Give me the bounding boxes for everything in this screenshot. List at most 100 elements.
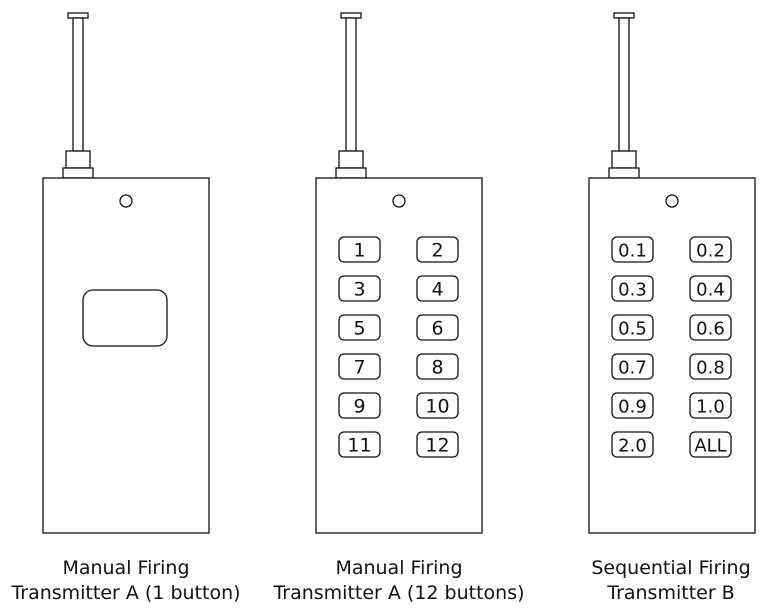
keypad-button[interactable]: 7: [338, 353, 381, 380]
antenna-collar: [62, 167, 94, 179]
keypad-button-frame: [338, 236, 381, 263]
antenna-base: [65, 150, 91, 169]
antenna-rod: [72, 17, 84, 152]
keypad-button-label: 6: [431, 318, 443, 340]
keypad-button-label: 0.3: [618, 280, 647, 301]
antenna-rod: [345, 17, 357, 152]
caption-sequential: Sequential Firing Transmitter B: [572, 556, 770, 606]
keypad-button-label: 0.7: [618, 358, 647, 379]
keypad-button-frame: [611, 275, 654, 302]
keypad-button-frame: [611, 236, 654, 263]
keypad-button[interactable]: 1.0: [689, 392, 732, 419]
keypad-button-label: 4: [431, 279, 443, 301]
keypad-button-label: 0.5: [618, 319, 647, 340]
keypad-button-label: 1: [353, 240, 365, 262]
keypad-button-frame: [416, 392, 459, 419]
keypad-button-label: 1.0: [696, 397, 725, 418]
keypad-button-label: 12: [425, 435, 449, 457]
keypad-button-label: 7: [353, 357, 365, 379]
caption-line-1: Sequential Firing: [591, 557, 751, 579]
antenna-cap: [613, 12, 635, 19]
keypad-button-label: 0.6: [696, 319, 725, 340]
caption-line-2: Transmitter A (12 buttons): [273, 582, 525, 604]
keypad-button[interactable]: 0.1: [611, 236, 654, 263]
antenna-cap: [340, 12, 362, 19]
keypad-button-label: 2.0: [618, 436, 647, 457]
keypad-button[interactable]: 0.8: [689, 353, 732, 380]
keypad-sequential: 0.1 0.2 0.3 0.4 0.5 0.6 0.7 0.8 0.9 1.0 2.0 ALL: [611, 236, 732, 458]
keypad-button-frame: [416, 275, 459, 302]
keypad-button-frame: [338, 353, 381, 380]
keypad-button[interactable]: 0.3: [611, 275, 654, 302]
keypad-button-label: 3: [353, 279, 365, 301]
led-indicator: [665, 194, 679, 208]
keypad-button[interactable]: 0.6: [689, 314, 732, 341]
keypad-button[interactable]: 5: [338, 314, 381, 341]
keypad-button[interactable]: 8: [416, 353, 459, 380]
keypad-button[interactable]: 3: [338, 275, 381, 302]
transmitter-manual-1-button: [42, 12, 210, 534]
keypad-button-frame: [689, 236, 732, 263]
keypad-button[interactable]: 0.7: [611, 353, 654, 380]
keypad-button-frame: [689, 314, 732, 341]
keypad-button[interactable]: 10: [416, 392, 459, 419]
transmitter-body: [42, 177, 210, 534]
keypad-button-frame: [416, 431, 459, 458]
keypad-button-frame: [611, 314, 654, 341]
keypad-button-label: 0.1: [618, 241, 647, 262]
antenna-base: [338, 150, 364, 169]
keypad-button[interactable]: 0.5: [611, 314, 654, 341]
antenna-collar: [608, 167, 640, 179]
fire-button[interactable]: [82, 289, 168, 347]
keypad-button-frame: [338, 392, 381, 419]
keypad-button-label: 8: [431, 357, 443, 379]
keypad-button[interactable]: 2: [416, 236, 459, 263]
keypad-button-frame: [689, 392, 732, 419]
keypad-button-frame: [689, 431, 732, 458]
keypad-button[interactable]: 0.2: [689, 236, 732, 263]
keypad-button-frame: [689, 275, 732, 302]
keypad-button-label: 2: [431, 240, 443, 262]
caption-manual-12-buttons: Manual Firing Transmitter A (12 buttons): [262, 556, 536, 606]
keypad-button-frame: [611, 353, 654, 380]
keypad-button[interactable]: 9: [338, 392, 381, 419]
keypad-button-frame: [338, 275, 381, 302]
antenna-cap: [67, 12, 89, 19]
caption-line-1: Manual Firing: [62, 557, 190, 579]
keypad-button-frame: [611, 392, 654, 419]
antenna-collar: [335, 167, 367, 179]
keypad-button-frame: [689, 353, 732, 380]
led-indicator: [392, 194, 406, 208]
keypad-button-frame: [611, 431, 654, 458]
keypad-button-frame: [338, 431, 381, 458]
keypad-button[interactable]: ALL: [689, 431, 732, 458]
keypad-button-frame: [416, 353, 459, 380]
caption-manual-1-button: Manual Firing Transmitter A (1 button): [0, 556, 252, 606]
caption-line-2: Transmitter A (1 button): [11, 582, 241, 604]
keypad-button-label: 0.8: [696, 358, 725, 379]
keypad-button-label: ALL: [694, 436, 726, 457]
keypad-button-label: 10: [425, 396, 449, 418]
caption-line-2: Transmitter B: [607, 582, 735, 604]
keypad-button[interactable]: 1: [338, 236, 381, 263]
antenna-rod: [618, 17, 630, 152]
caption-line-1: Manual Firing: [335, 557, 463, 579]
keypad-button[interactable]: 11: [338, 431, 381, 458]
keypad-button[interactable]: 0.9: [611, 392, 654, 419]
antenna-base: [611, 150, 637, 169]
keypad-button[interactable]: 2.0: [611, 431, 654, 458]
keypad-button[interactable]: 0.4: [689, 275, 732, 302]
keypad-button-label: 11: [347, 435, 371, 457]
keypad-button[interactable]: 12: [416, 431, 459, 458]
keypad-button-frame: [338, 314, 381, 341]
keypad-button-label: 0.2: [696, 241, 725, 262]
keypad-button-frame: [416, 236, 459, 263]
keypad-button-frame: [416, 314, 459, 341]
keypad-button-label: 9: [353, 396, 365, 418]
led-indicator: [119, 194, 133, 208]
keypad-button-label: 0.9: [618, 397, 647, 418]
keypad-button[interactable]: 4: [416, 275, 459, 302]
keypad-button[interactable]: 6: [416, 314, 459, 341]
